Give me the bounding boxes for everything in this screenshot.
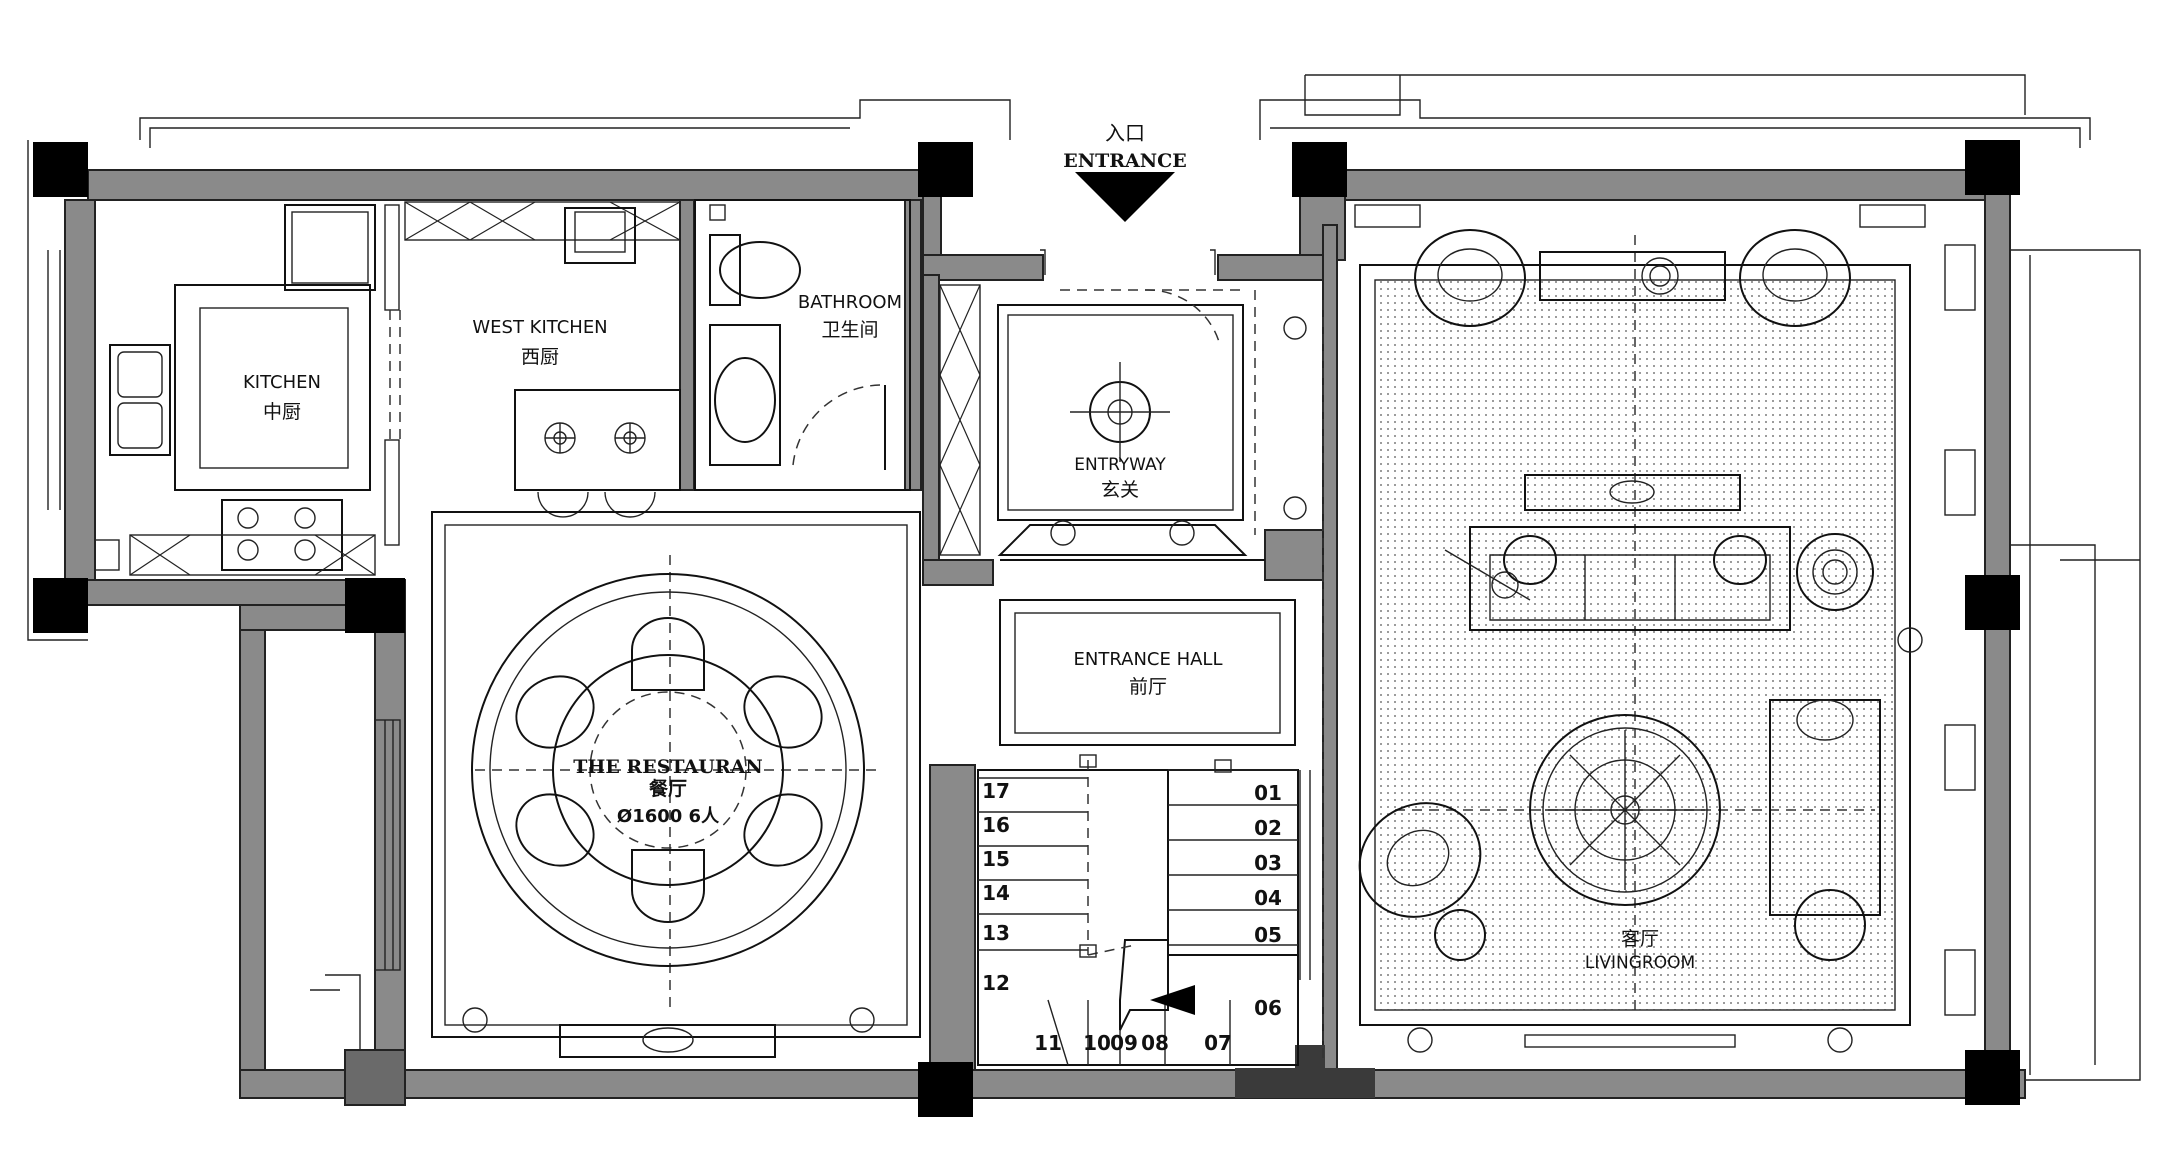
dining-chairs xyxy=(515,617,823,923)
toilet-icon xyxy=(719,241,801,299)
living-label-en: LIVINGROOM xyxy=(1585,953,1695,973)
stair-step-04: 04 xyxy=(1254,886,1282,910)
kitchen-room: KITCHEN 中厨 xyxy=(94,204,401,576)
bathroom-label-zh: 卫生间 xyxy=(821,319,878,341)
entrance-arrow-icon xyxy=(1075,172,1175,222)
stair-step-12: 12 xyxy=(982,971,1010,995)
armchair-icon xyxy=(1414,229,1526,327)
plant-icon xyxy=(1641,257,1679,295)
bathroom-label-en: BATHROOM xyxy=(798,292,902,313)
kitchen-label-en: KITCHEN xyxy=(243,372,321,393)
entrance-hall-room: ENTRANCE HALL 前厅 xyxy=(999,300,1324,1060)
stair-step-05: 05 xyxy=(1254,923,1282,947)
stair-step-17: 17 xyxy=(982,779,1010,803)
stair-step-06: 06 xyxy=(1254,996,1282,1020)
restaurant-label-en: THE RESTAURAN xyxy=(573,756,763,778)
restaurant-room: THE RESTAURAN 餐厅 Ø1600 6人 xyxy=(374,511,921,1058)
living-label-zh: 客厅 xyxy=(1621,928,1659,950)
bathroom-room: BATHROOM 卫生间 xyxy=(694,199,911,491)
stair-step-13: 13 xyxy=(982,921,1010,945)
entryway-label-zh: 玄关 xyxy=(1101,479,1139,501)
entryway-label-en: ENTRYWAY xyxy=(1074,455,1166,475)
stair-step-07: 07 xyxy=(1204,1031,1232,1055)
entrance-label-zh: 入口 xyxy=(1105,121,1145,145)
stair-step-08: 08 xyxy=(1141,1031,1169,1055)
entrance-hall-label-zh: 前厅 xyxy=(1129,676,1167,698)
side-table-icon xyxy=(1796,533,1874,611)
stair-step-15: 15 xyxy=(982,847,1010,871)
stair-arrow-icon xyxy=(1150,985,1195,1015)
living-room: 客厅 LIVINGROOM xyxy=(1354,204,1976,1053)
stair-step-14: 14 xyxy=(982,881,1010,905)
armchair-icon xyxy=(1358,802,1482,918)
stair-step-16: 16 xyxy=(982,813,1010,837)
kitchen-label-zh: 中厨 xyxy=(263,401,301,423)
kitchen-sink-icon xyxy=(109,344,171,456)
dining-table-icon xyxy=(552,654,784,886)
stair-step-01: 01 xyxy=(1254,781,1282,805)
restaurant-table-spec: Ø1600 6人 xyxy=(617,806,720,827)
wash-basin-icon xyxy=(714,357,776,443)
west-kitchen-label-en: WEST KITCHEN xyxy=(472,317,607,338)
stair-step-03: 03 xyxy=(1254,851,1282,875)
stair-step-11: 11 xyxy=(1034,1031,1062,1055)
radiators xyxy=(1354,204,1976,1016)
armchair-icon xyxy=(1739,229,1851,327)
entrance-hall-label-en: ENTRANCE HALL xyxy=(1074,649,1223,670)
stair-step-09: 09 xyxy=(1110,1031,1138,1055)
entryway-room: ENTRYWAY 玄关 xyxy=(939,284,1307,561)
entrance-marker: 入口 ENTRANCE xyxy=(1040,121,1216,275)
west-kitchen-label-zh: 西厨 xyxy=(521,346,559,368)
west-kitchen-room: WEST KITCHEN 西厨 xyxy=(404,201,681,518)
columns xyxy=(33,140,2020,1117)
staircase: 01 02 03 04 05 06 07 08 09 10 11 12 13 1… xyxy=(977,754,1311,1066)
sofa-icon xyxy=(1469,526,1791,631)
stair-step-02: 02 xyxy=(1254,816,1282,840)
coffee-table-icon xyxy=(1529,714,1721,906)
entrance-label-en: ENTRANCE xyxy=(1063,150,1187,172)
walls xyxy=(64,169,2026,1106)
stair-step-10: 10 xyxy=(1083,1031,1111,1055)
restaurant-label-zh: 餐厅 xyxy=(649,777,687,800)
